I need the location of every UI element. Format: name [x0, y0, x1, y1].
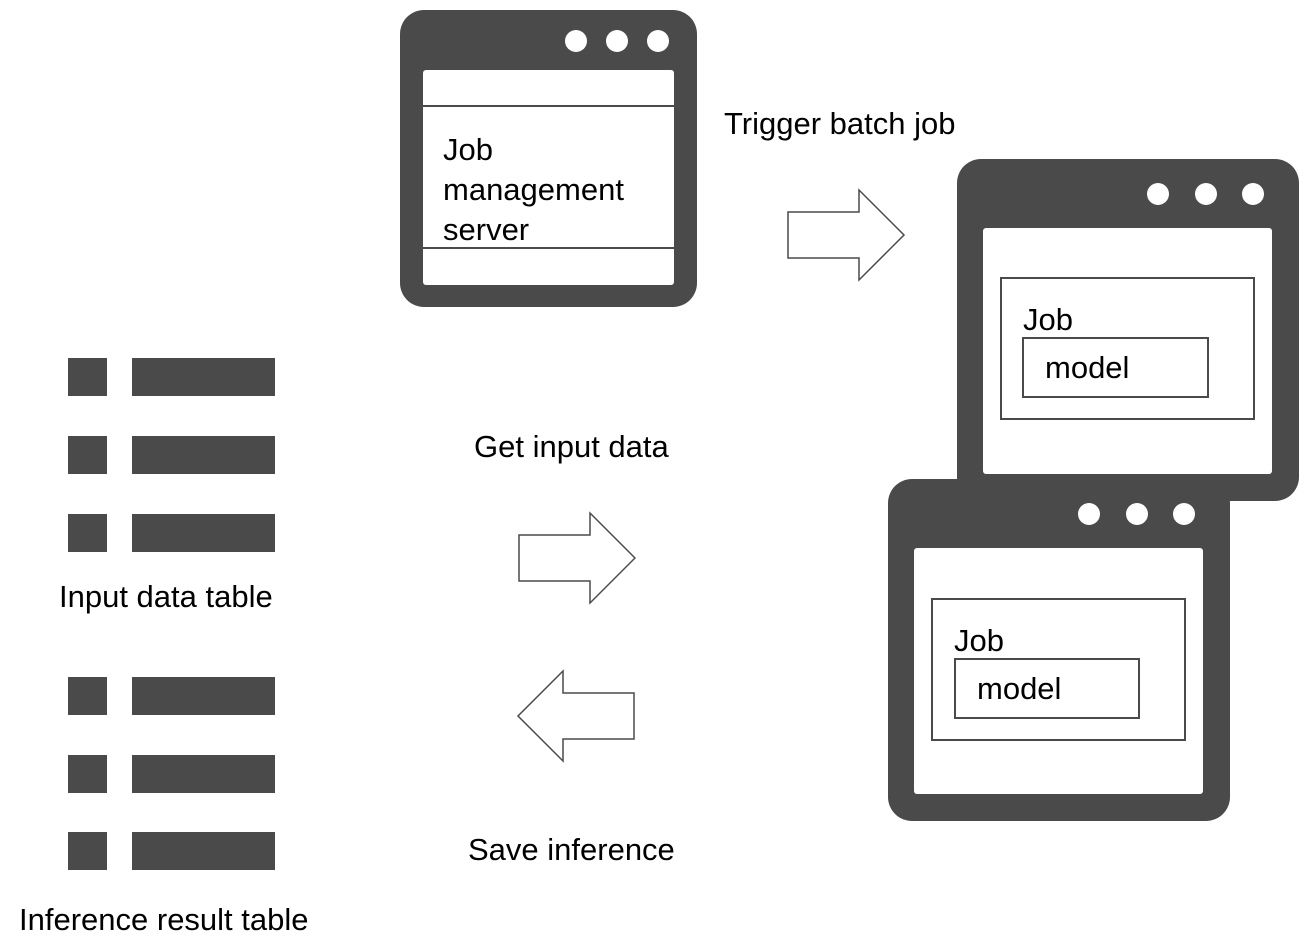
table-row-marker — [68, 677, 107, 715]
table-row-bar — [132, 514, 275, 552]
divider — [423, 247, 674, 249]
get-input-data-label: Get input data — [474, 429, 669, 464]
table-row-bar — [132, 677, 275, 715]
model-box: model — [1022, 337, 1209, 398]
right-arrow-icon — [518, 511, 637, 605]
window-dot-icon — [1242, 183, 1264, 205]
job-screen: Job model — [983, 228, 1272, 474]
table-row-bar — [132, 755, 275, 793]
server-title-line: management — [443, 172, 624, 207]
window-dot-icon — [1078, 503, 1100, 525]
window-dot-icon — [1195, 183, 1217, 205]
table-row-marker — [68, 832, 107, 870]
trigger-batch-job-label: Trigger batch job — [724, 106, 956, 141]
save-inference-label: Save inference — [468, 832, 675, 867]
job-label: Job — [954, 623, 1004, 658]
window-dot-icon — [647, 30, 669, 52]
window-dot-icon — [606, 30, 628, 52]
table-row-bar — [132, 832, 275, 870]
table-row-marker — [68, 755, 107, 793]
server-title-line: server — [443, 212, 530, 247]
job-box: Job model — [931, 598, 1186, 741]
right-arrow-icon — [787, 188, 906, 282]
table-row-bar — [132, 436, 275, 474]
left-arrow-icon — [516, 669, 635, 763]
model-box: model — [954, 658, 1140, 719]
table-row-marker — [68, 514, 107, 552]
server-title: Job management server — [443, 130, 624, 250]
job-box: Job model — [1000, 277, 1255, 420]
window-dot-icon — [565, 30, 587, 52]
window-dot-icon — [1126, 503, 1148, 525]
server-screen: Job management server — [423, 70, 674, 285]
server-title-line: Job — [443, 132, 493, 167]
divider — [423, 105, 674, 107]
model-label: model — [1045, 350, 1130, 385]
job-management-server-window: Job management server — [400, 10, 697, 307]
table-row-marker — [68, 358, 107, 396]
job-window: Job model — [957, 159, 1299, 501]
input-data-table-label: Input data table — [59, 579, 273, 614]
job-screen: Job model — [914, 548, 1203, 794]
inference-result-table-label: Inference result table — [19, 902, 309, 937]
model-label: model — [977, 671, 1062, 706]
window-dot-icon — [1173, 503, 1195, 525]
job-window: Job model — [888, 479, 1230, 821]
job-label: Job — [1023, 302, 1073, 337]
window-dot-icon — [1147, 183, 1169, 205]
table-row-bar — [132, 358, 275, 396]
table-row-marker — [68, 436, 107, 474]
